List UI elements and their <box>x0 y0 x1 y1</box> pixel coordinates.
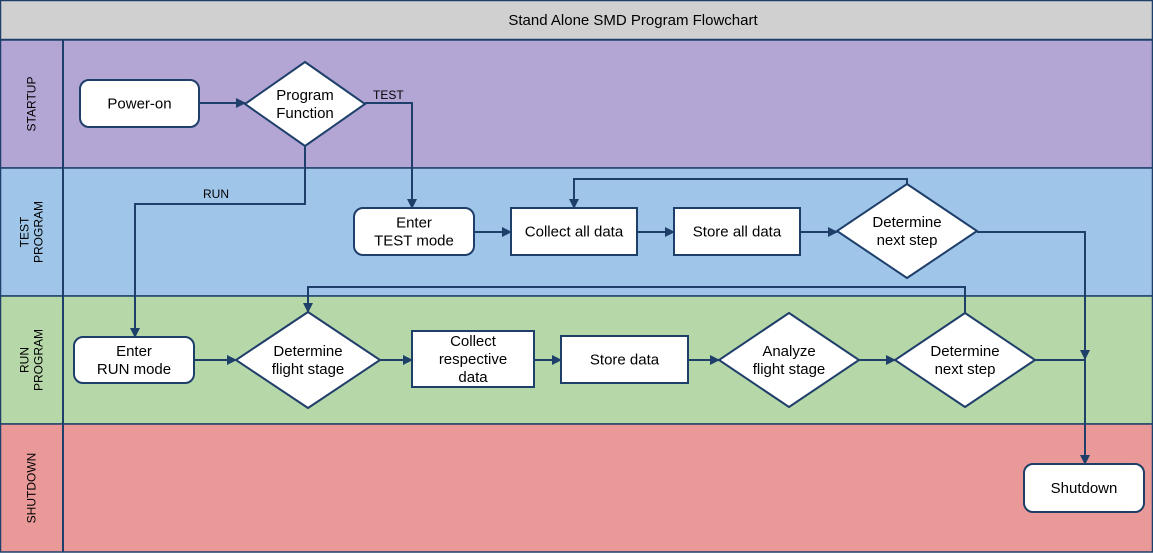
lane-label-run: RUNPROGRAM <box>18 329 46 391</box>
terminal-shape <box>1023 463 1145 513</box>
connector-function-to-run <box>130 146 306 338</box>
lane-label-shutdown: SHUTDOWN <box>25 453 39 524</box>
decision-shape <box>234 310 382 410</box>
decision-shape <box>717 311 861 409</box>
lane-label-test: TESTPROGRAM <box>18 201 46 263</box>
node-label: Store all data <box>693 224 782 241</box>
node-power-on: Power-on <box>79 79 200 128</box>
connector-determine-test-to-shutdown <box>977 231 1090 360</box>
decision-shape <box>835 182 979 280</box>
process-shape <box>560 335 689 384</box>
process-shape <box>411 330 535 388</box>
decision-shape <box>243 60 367 148</box>
lane-label-startup: STARTUP <box>25 77 39 132</box>
connector-function-to-test <box>365 102 417 209</box>
node-shutdown: Shutdown <box>1023 463 1145 513</box>
edge-label-function-to-test: TEST <box>373 88 404 102</box>
title-bar: Stand Alone SMD Program Flowchart <box>0 0 1153 41</box>
node-store-data: Store data <box>560 335 689 384</box>
node-collect-all: Collect all data <box>510 207 638 256</box>
connector-determine-run-to-shutdown <box>1035 359 1090 465</box>
node-label: Shutdown <box>1051 480 1118 497</box>
terminal-shape <box>73 336 195 384</box>
page-title: Stand Alone SMD Program Flowchart <box>508 12 758 29</box>
process-shape <box>510 207 638 256</box>
node-label: Store data <box>590 352 660 369</box>
edge-label-function-to-run: RUN <box>203 187 229 201</box>
process-shape <box>673 207 801 256</box>
node-store-all: Store all data <box>673 207 801 256</box>
connector-labels: TEST RUN <box>203 88 404 201</box>
terminal-shape <box>79 79 200 128</box>
decision-shape <box>893 311 1037 409</box>
lane-shutdown <box>0 423 1153 553</box>
node-label: Power-on <box>107 96 171 113</box>
connector-determine-test-loop <box>569 178 908 209</box>
connectors <box>130 98 1090 465</box>
connector-determine-run-loop <box>303 286 966 313</box>
node-label: Collect all data <box>525 224 624 241</box>
terminal-shape <box>353 207 475 256</box>
